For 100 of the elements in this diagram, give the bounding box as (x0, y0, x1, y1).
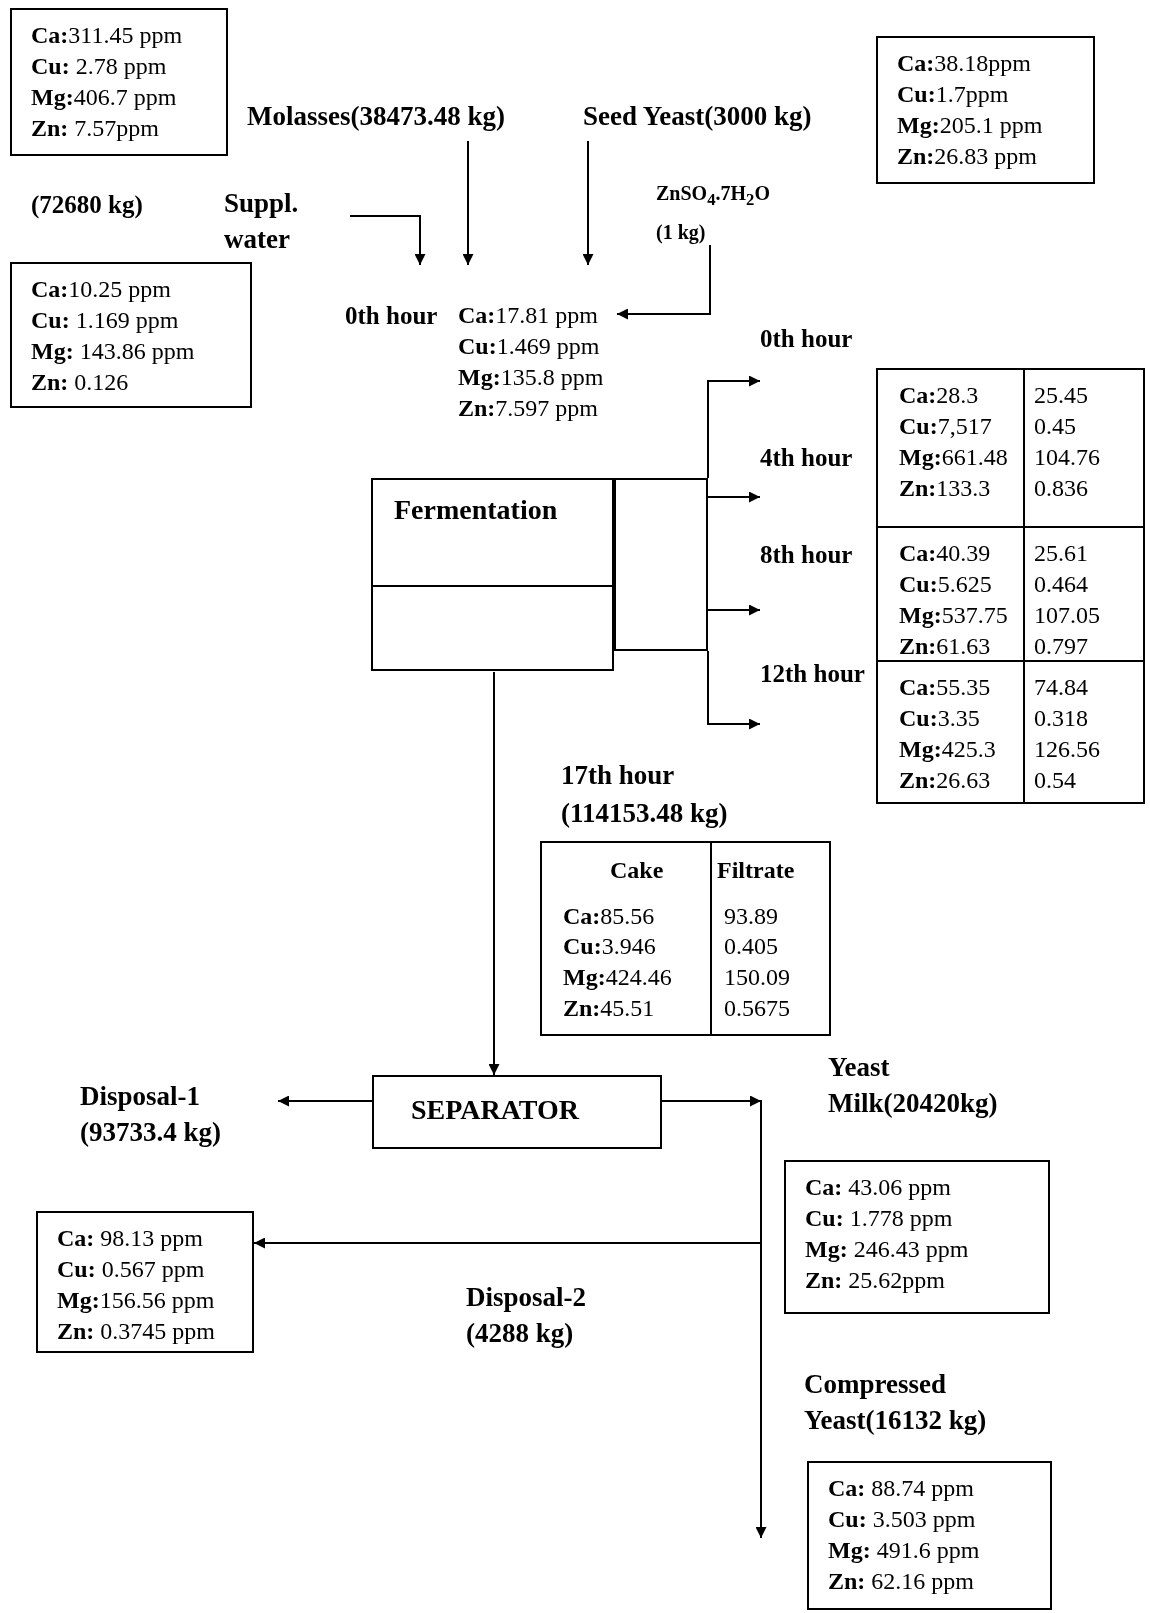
mineral-value: Zn: 0.126 (31, 368, 130, 397)
arrow (707, 604, 761, 616)
mineral-value: Ca: 88.74 ppm (828, 1474, 975, 1503)
column-header: Filtrate (717, 856, 795, 885)
data-box (10, 262, 252, 408)
arrow (462, 140, 474, 266)
mineral-value: 25.45 (1034, 381, 1088, 410)
mineral-value: 74.84 (1034, 673, 1088, 702)
process-box (371, 478, 614, 671)
mineral-value: 93.89 (724, 902, 778, 931)
data-box (784, 1160, 1050, 1314)
mineral-value: Mg:661.48 (899, 443, 1008, 472)
arrow (488, 671, 500, 1076)
mineral-value: Cu: 2.78 ppm (31, 52, 168, 81)
stream-label: Compressed Yeast(16132 kg) (804, 1366, 1046, 1443)
mineral-value: Ca: 98.13 ppm (57, 1224, 204, 1253)
mineral-value: Mg:135.8 ppm (458, 363, 604, 392)
stream-label: Suppl. water (224, 187, 300, 256)
mineral-value: Cu: 0.567 ppm (57, 1255, 206, 1284)
data-box (876, 36, 1095, 184)
stream-label: Disposal-1 (93733.4 kg) (80, 1078, 277, 1155)
mineral-value: Cu:3.35 (899, 704, 980, 733)
mineral-value: Cu: 3.503 ppm (828, 1505, 977, 1534)
mineral-value: Cu:1.469 ppm (458, 332, 600, 361)
stream-label: Molasses(38473.48 kg) (247, 98, 561, 141)
mineral-value: Zn:7.597 ppm (458, 394, 599, 423)
mineral-value: 0.5675 (724, 994, 790, 1023)
mineral-value: Zn:26.83 ppm (897, 142, 1039, 171)
stream-label: 17th hour (114153.48 kg) (561, 759, 729, 830)
mineral-value: Ca:311.45 ppm (31, 21, 184, 50)
mineral-value: Ca: 43.06 ppm (805, 1173, 952, 1202)
mineral-value: Ca:38.18ppm (897, 49, 1032, 78)
mineral-value: 0.54 (1034, 766, 1076, 795)
mineral-value: Zn: 25.62ppm (805, 1266, 947, 1295)
mineral-value: Mg: 491.6 ppm (828, 1536, 981, 1565)
arrow (707, 375, 761, 479)
mineral-value: Cu:3.946 (563, 932, 656, 961)
mineral-value: Zn: 7.57ppm (31, 114, 161, 143)
mineral-value: Ca:10.25 ppm (31, 275, 172, 304)
mineral-value: Zn: 62.16 ppm (828, 1567, 976, 1596)
time-label: (72680 kg) (31, 190, 143, 221)
mineral-value: Ca:85.56 (563, 902, 655, 931)
mineral-value: 0.836 (1034, 474, 1088, 503)
mineral-value: Zn:133.3 (899, 474, 991, 503)
stream-label: ZnSO$_{4}$.7H$_{2}$O (1 kg) (656, 177, 781, 245)
time-label: 8th hour (760, 537, 873, 621)
mineral-value: Cu:1.7ppm (897, 80, 1010, 109)
time-label: 0th hour (760, 321, 873, 393)
column-header: Cake (610, 856, 664, 885)
arrow (277, 1095, 373, 1107)
mineral-value: Cu: 1.169 ppm (31, 306, 180, 335)
mineral-value: Ca:40.39 (899, 539, 991, 568)
mineral-value: Zn:45.51 (563, 994, 655, 1023)
side-box (614, 478, 708, 651)
mineral-value: Zn:26.63 (899, 766, 991, 795)
mineral-value: Cu: 1.778 ppm (805, 1204, 954, 1233)
mineral-value: Ca:28.3 (899, 381, 979, 410)
mineral-value: Cu:5.625 (899, 570, 992, 599)
mineral-value: 0.797 (1034, 632, 1088, 661)
mineral-value: Zn: 0.3745 ppm (57, 1317, 217, 1346)
time-label: 4th hour (760, 440, 873, 508)
arrow (616, 244, 711, 320)
mineral-value: Zn:61.63 (899, 632, 991, 661)
mineral-value: Mg:156.56 ppm (57, 1286, 216, 1315)
mineral-value: 0.464 (1034, 570, 1088, 599)
mineral-value: Mg:424.46 (563, 963, 672, 992)
mineral-value: 25.61 (1034, 539, 1088, 568)
mineral-value: 0.45 (1034, 412, 1076, 441)
mineral-value: Mg: 143.86 ppm (31, 337, 196, 366)
arrow (582, 140, 594, 266)
mineral-value: 150.09 (724, 963, 790, 992)
stream-label: Seed Yeast(3000 kg) (583, 98, 871, 141)
table-section (878, 526, 1143, 660)
time-label: 12th hour (760, 656, 879, 736)
data-box (807, 1461, 1052, 1610)
mineral-value: Mg:425.3 (899, 735, 996, 764)
process-label: SEPARATOR (411, 1093, 580, 1127)
data-box (10, 8, 228, 156)
side-box (876, 368, 1145, 804)
arrow (707, 491, 761, 503)
time-label: 0th hour (345, 301, 438, 331)
mineral-value: Ca:55.35 (899, 673, 991, 702)
stream-label: Disposal-2 (4288 kg) (466, 1279, 631, 1356)
mineral-value: 104.76 (1034, 443, 1100, 472)
mineral-value: Mg:205.1 ppm (897, 111, 1044, 140)
table-section (878, 660, 1143, 804)
mineral-value: 0.318 (1034, 704, 1088, 733)
mineral-value: 126.56 (1034, 735, 1100, 764)
mineral-value: Ca:17.81 ppm (458, 301, 598, 330)
mineral-value: Mg:406.7 ppm (31, 83, 178, 112)
mineral-value: Mg: 246.43 ppm (805, 1235, 970, 1264)
data-box (36, 1211, 254, 1353)
mineral-value: Cu:7,517 (899, 412, 992, 441)
mineral-value: 0.405 (724, 932, 778, 961)
process-label: Fermentation (394, 493, 558, 527)
stream-label: Yeast Milk(20420kg) (761, 1049, 1044, 1126)
process-box (372, 1075, 662, 1149)
arrow (707, 650, 761, 730)
arrow (349, 215, 426, 266)
mineral-value: Mg:537.75 (899, 601, 1008, 630)
